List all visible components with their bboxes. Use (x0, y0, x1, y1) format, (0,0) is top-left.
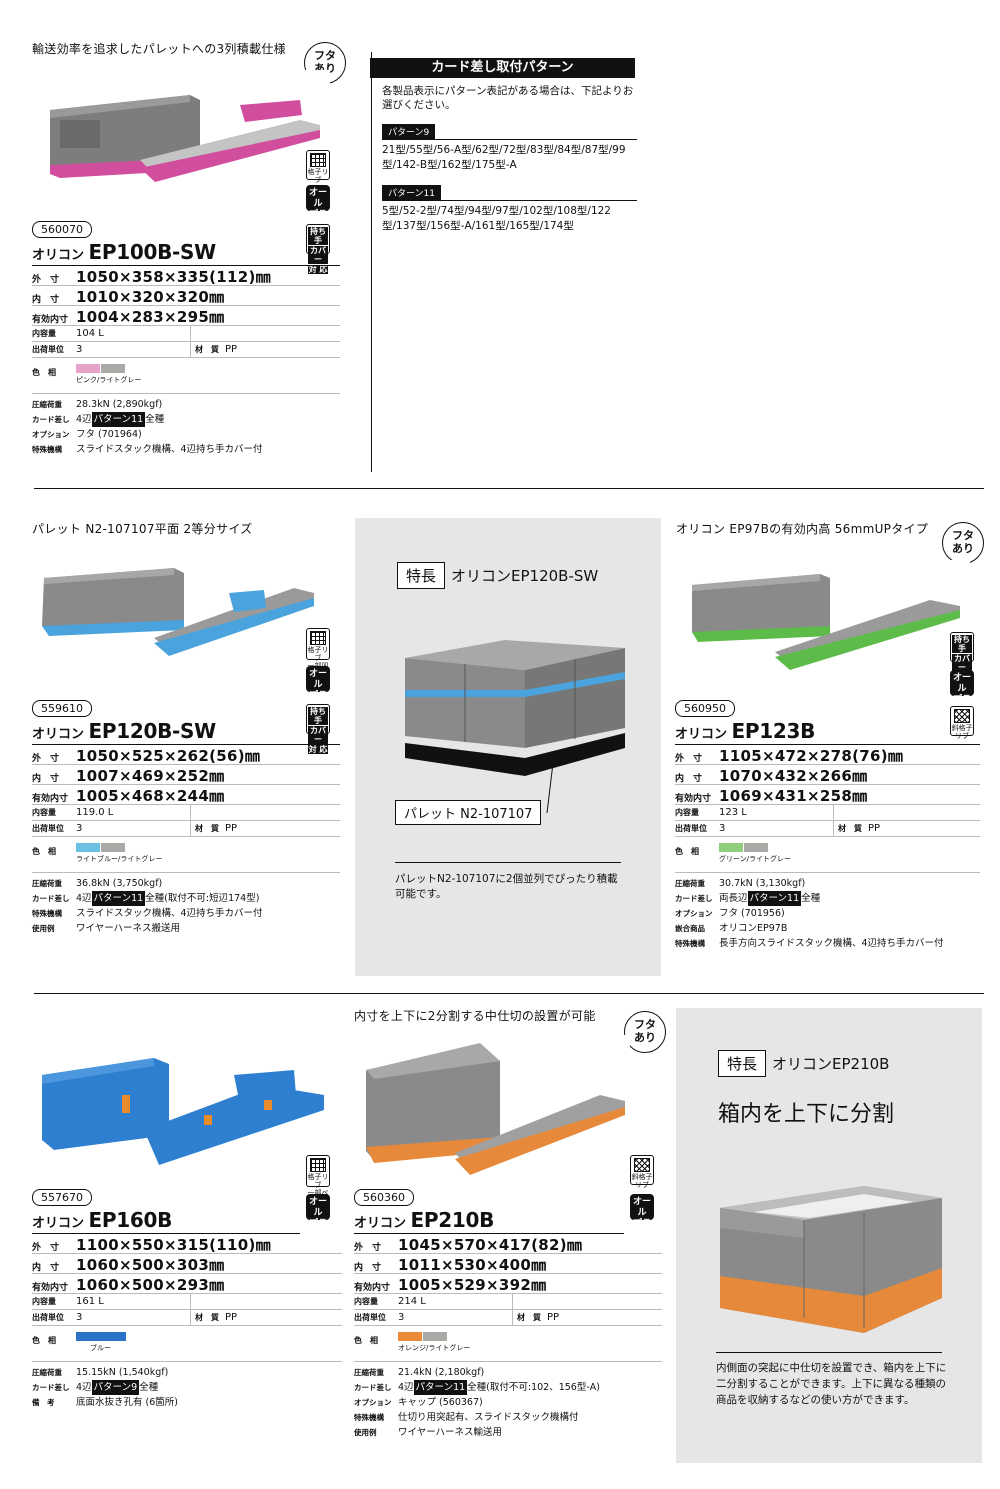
section-divider (34, 993, 984, 994)
all-plastic-icon: オールプラ (630, 1194, 654, 1229)
pattern9-list: 21型/55型/56-A型/62型/72型/83型/84型/87型/99型/14… (382, 144, 626, 171)
callout-line (546, 763, 554, 814)
product-code: 560360 (354, 1189, 414, 1206)
feature-divider (716, 1352, 942, 1353)
card-pattern-title: カード差し取付パターン (370, 58, 635, 78)
all-plastic-icon: オールプラ (306, 1194, 330, 1229)
ep100-product-photo (40, 70, 330, 200)
pattern11-list: 5型/52-2型/74型/94型/97型/102型/108型/122型/137型… (382, 205, 611, 232)
feature-tag: 特長 (397, 562, 446, 589)
pattern11-label: パターン11 (382, 185, 442, 200)
all-plastic-icon: オールプラ (306, 185, 330, 220)
product-code: 559610 (32, 700, 92, 717)
handle-cover-icon: 持ち手カバー対 応 (306, 224, 330, 274)
product-name: オリコン EP210B (354, 1208, 624, 1234)
divided-container-illustration (720, 1186, 942, 1333)
ep210-headline: 内寸を上下に2分割する中仕切の設置が可能 (354, 1009, 596, 1023)
feature-tag: 特長 (718, 1050, 767, 1077)
section-divider (371, 52, 372, 472)
product-code: 557670 (32, 1189, 92, 1206)
lattice-rib-icon: 格子リブ一部凹有 (306, 628, 330, 678)
product-name: オリコン EP160B (32, 1208, 300, 1234)
feature-panel-ep120: 特長オリコンEP120B-SW パレット N2-107107 パレットN2-10… (355, 518, 661, 976)
product-name: オリコン EP100B-SW (32, 240, 340, 266)
feature-panel-ep210: 特長オリコンEP210B 箱内を上下に分割 内側面の突起に中仕切を設置でき、箱内… (676, 1008, 982, 1463)
product-code: 560950 (675, 700, 735, 717)
product-name: オリコン EP123B (675, 719, 980, 745)
lattice-rib-icon: 格子リブ (306, 150, 330, 184)
all-plastic-icon: オールプラ (306, 666, 330, 701)
ep123-product-photo (680, 560, 970, 680)
lattice-rib-icon: 格子リブ一部ベタ (306, 1155, 330, 1205)
feature-title: オリコンEP210B (772, 1055, 890, 1073)
lid-badge: フタあり (624, 1011, 666, 1053)
ep120-product-photo (34, 548, 314, 673)
pallet-stack-illustration (405, 640, 625, 776)
feature-divider (395, 862, 621, 863)
handle-cover-icon: 持ち手カバー対 応 (306, 704, 330, 754)
card-pattern-note: 各製品表示にパターン表記がある場合は、下記よりお選びください。 (382, 85, 634, 111)
pallet-callout: パレット N2-107107 (395, 800, 542, 825)
feature-text: 内側面の突起に中仕切を設置でき、箱内を上下に二分割することができます。上下に異な… (716, 1362, 947, 1406)
lid-badge: フタあり (942, 522, 984, 564)
product-name: オリコン EP120B-SW (32, 719, 340, 745)
ep120-headline: パレット N2-107107平面 2等分サイズ (32, 522, 253, 536)
ep123-headline: オリコン EP97Bの有効内高 56mmUPタイプ (676, 522, 929, 536)
diagonal-rib-icon: 斜格子リブ (630, 1155, 654, 1189)
card-pattern-panel: カード差し取付パターン 各製品表示にパターン表記がある場合は、下記よりお選びくだ… (370, 58, 650, 234)
ep100-headline: 輸送効率を追求したパレットへの3列積載仕様 (32, 42, 286, 56)
feature-text: パレットN2-107107に2個並列でぴったり積載可能です。 (395, 873, 618, 900)
product-code: 560070 (32, 221, 92, 238)
all-plastic-icon: オールプラ (950, 670, 974, 705)
ep160-product-photo (34, 1040, 334, 1175)
section-divider (34, 488, 984, 489)
feature-subtitle: 箱内を上下に分割 (718, 1102, 895, 1127)
pattern9-label: パターン9 (382, 124, 436, 139)
feature-title: オリコンEP120B-SW (451, 567, 599, 585)
ep210-product-photo (360, 1035, 630, 1185)
diagonal-rib-icon: 斜格子リブ (950, 706, 974, 740)
